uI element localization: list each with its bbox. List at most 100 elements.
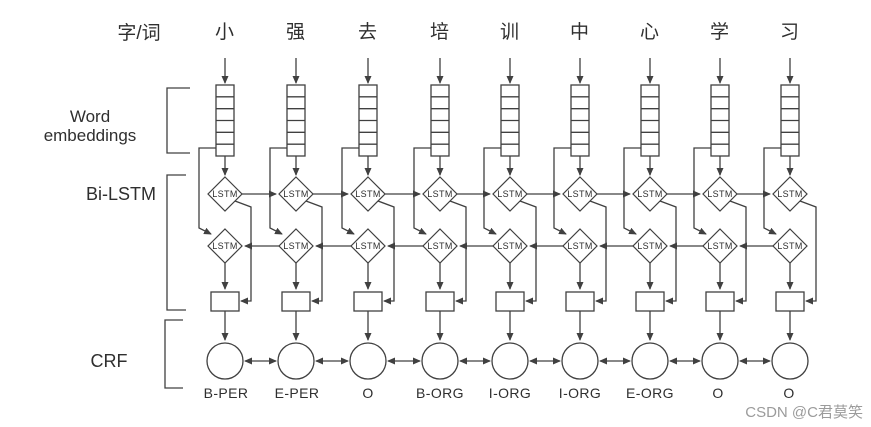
crf-node <box>349 342 387 380</box>
word-embeddings-bracket <box>166 87 190 154</box>
concat-box <box>565 291 595 312</box>
column-wires-6 <box>623 58 703 365</box>
backward-lstm-node <box>278 228 314 264</box>
input-char: 中 <box>569 22 591 43</box>
input-char: 培 <box>429 22 451 43</box>
lstm-node-label: LSTM <box>567 189 593 199</box>
output-tag: E-PER <box>274 385 320 401</box>
crf-bracket <box>164 319 183 389</box>
forward-lstm-to-concat-arrow <box>234 200 252 305</box>
concat-box <box>281 291 311 312</box>
crf-node <box>631 342 669 380</box>
output-tag: O <box>362 385 374 401</box>
forward-lstm-to-concat-arrow <box>799 200 817 305</box>
backward-lstm-node <box>492 228 528 264</box>
forward-lstm-node <box>562 176 598 212</box>
forward-lstm-to-concat-arrow <box>449 200 467 305</box>
nodes-layer: LSTM LSTM LSTM LSTM LSTM LSTM LSTM LSTM LSTM LSTM… <box>164 84 809 389</box>
lstm-node-label: LSTM <box>427 241 453 251</box>
concat-box <box>775 291 805 312</box>
column-wires-5 <box>553 58 633 365</box>
lstm-node-label: LSTM <box>637 241 663 251</box>
input-row-label: 字/词 <box>117 23 161 44</box>
column-wires-2 <box>341 58 423 365</box>
embedding-to-backward-lstm-arrow <box>413 147 431 235</box>
forward-lstm-node <box>207 176 243 212</box>
crf-label: CRF <box>90 351 128 371</box>
concat-box <box>705 291 735 312</box>
lstm-node-label: LSTM <box>497 241 523 251</box>
lstm-node-label: LSTM <box>427 189 453 199</box>
output-tag: I-ORG <box>558 385 602 401</box>
forward-lstm-node <box>632 176 668 212</box>
column-wires-4 <box>483 58 563 365</box>
concat-box <box>635 291 665 312</box>
lstm-node-label: LSTM <box>707 189 733 199</box>
forward-lstm-to-concat-arrow <box>589 200 607 305</box>
forward-lstm-node <box>492 176 528 212</box>
crf-node <box>701 342 739 380</box>
input-char: 学 <box>709 22 731 43</box>
forward-lstm-to-concat-arrow <box>377 200 395 305</box>
concat-box <box>425 291 455 312</box>
bilstm-bracket <box>166 174 186 311</box>
forward-lstm-to-concat-arrow <box>519 200 537 305</box>
embedding-to-backward-lstm-arrow <box>198 147 216 235</box>
output-tag: B-PER <box>203 385 249 401</box>
concat-box <box>495 291 525 312</box>
crf-node <box>491 342 529 380</box>
word-embeddings-label-line2: embeddings <box>43 126 137 145</box>
crf-node <box>561 342 599 380</box>
concat-box <box>210 291 240 312</box>
forward-lstm-node <box>702 176 738 212</box>
lstm-node-label: LSTM <box>212 189 238 199</box>
forward-lstm-to-concat-arrow <box>305 200 323 305</box>
lstm-node-label: LSTM <box>637 189 663 199</box>
crf-node <box>277 342 315 380</box>
word-embeddings-label-line1: Word <box>69 107 111 126</box>
lstm-node-label: LSTM <box>497 189 523 199</box>
backward-lstm-node <box>422 228 458 264</box>
backward-lstm-node <box>207 228 243 264</box>
lstm-node-label: LSTM <box>777 189 803 199</box>
backward-lstm-node <box>350 228 386 264</box>
column-nodes-5: LSTM LSTM <box>561 84 599 380</box>
lstm-node-label: LSTM <box>567 241 593 251</box>
lstm-node-label: LSTM <box>212 241 238 251</box>
bilstm-label: Bi-LSTM <box>85 184 157 204</box>
lstm-node-label: LSTM <box>283 189 309 199</box>
output-tag: E-ORG <box>626 385 674 401</box>
column-nodes-3: LSTM LSTM <box>421 84 459 380</box>
input-char: 小 <box>214 22 236 43</box>
column-nodes-4: LSTM LSTM <box>491 84 529 380</box>
output-tag: B-ORG <box>416 385 464 401</box>
lstm-node-label: LSTM <box>355 189 381 199</box>
watermark: CSDN @C君莫笑 <box>745 404 863 421</box>
output-tag: O <box>712 385 724 401</box>
forward-lstm-node <box>422 176 458 212</box>
column-wires-8 <box>763 58 817 341</box>
column-wires-1 <box>269 58 351 365</box>
forward-lstm-node <box>772 176 808 212</box>
output-tag: I-ORG <box>488 385 532 401</box>
forward-lstm-node <box>278 176 314 212</box>
input-char: 强 <box>285 22 307 43</box>
wires-layer <box>198 58 817 365</box>
input-char: 训 <box>499 22 521 43</box>
input-char: 心 <box>639 22 661 43</box>
input-char: 习 <box>779 22 801 43</box>
crf-node <box>421 342 459 380</box>
backward-lstm-node <box>702 228 738 264</box>
embedding-to-backward-lstm-arrow <box>763 147 781 235</box>
output-tag: O <box>783 385 795 401</box>
forward-lstm-to-concat-arrow <box>729 200 747 305</box>
forward-lstm-node <box>350 176 386 212</box>
embedding-to-backward-lstm-arrow <box>341 147 359 235</box>
crf-node <box>206 342 244 380</box>
concat-box <box>353 291 383 312</box>
lstm-node-label: LSTM <box>777 241 803 251</box>
